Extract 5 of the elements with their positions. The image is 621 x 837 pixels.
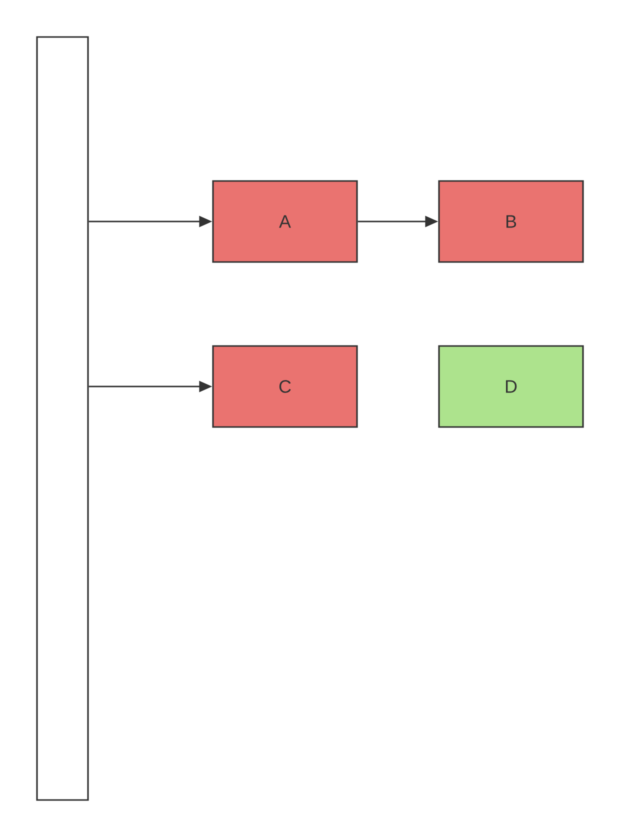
bar	[36, 36, 89, 801]
process-box: A	[212, 180, 358, 263]
process-box: D	[438, 345, 584, 428]
process-box: B	[438, 180, 584, 263]
process-box: C	[212, 345, 358, 428]
